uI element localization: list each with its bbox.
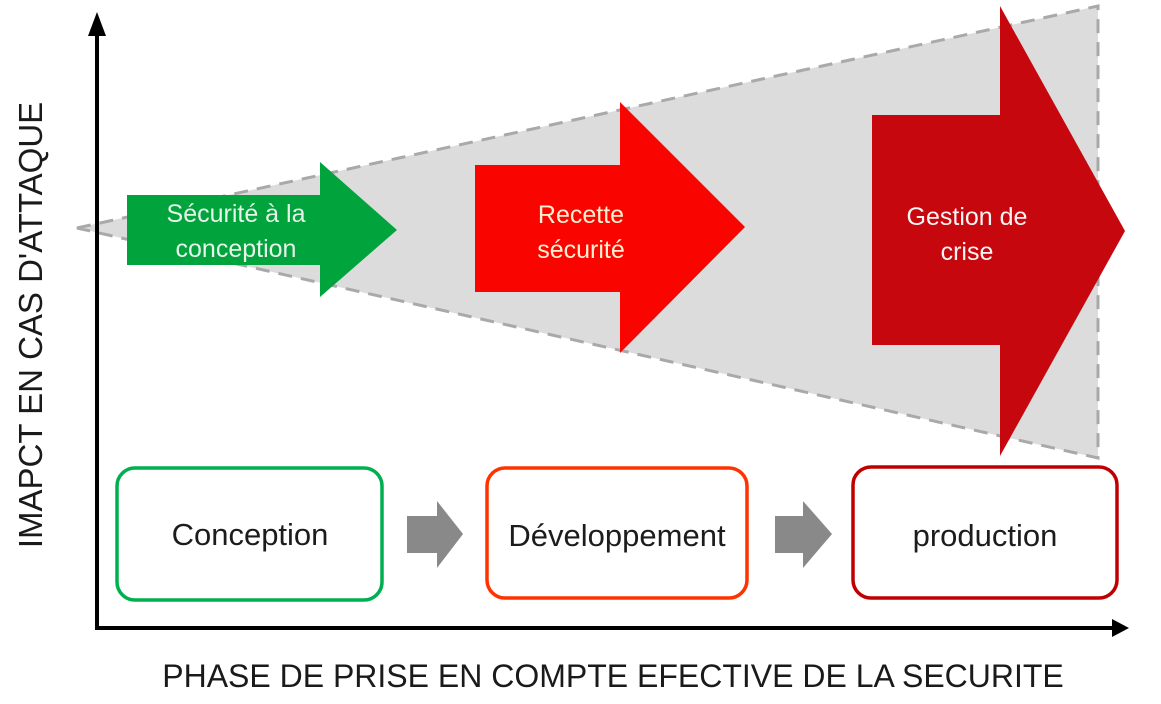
security-acceptance-label-line1: Recette: [538, 201, 624, 229]
security-by-design-label-line1: Sécurité à la: [167, 200, 306, 228]
phase-label-conception: Conception: [172, 517, 329, 552]
crisis-management-label-line1: Gestion de: [907, 203, 1028, 231]
phase-connector-arrow-icon: [775, 501, 832, 568]
phase-connector-arrow-icon: [407, 501, 463, 568]
crisis-management-arrow: [872, 6, 1125, 456]
security-acceptance-label-line2: sécurité: [537, 236, 625, 264]
security-by-design-label-line2: conception: [176, 235, 297, 263]
x-axis-arrowhead-icon: [1112, 619, 1129, 637]
phase-box-production: [851, 465, 1119, 600]
phase-label-developpement: Développement: [508, 518, 726, 553]
phase-box-developpement: [485, 466, 749, 600]
phase-label-production: production: [913, 518, 1058, 553]
security-acceptance-arrow: [475, 102, 745, 353]
security-by-design-arrow: [127, 162, 397, 297]
y-axis-arrowhead-icon: [88, 12, 106, 36]
phase-box-conception: [115, 466, 384, 602]
crisis-management-label-line2: crise: [941, 238, 994, 266]
x-axis-label: PHASE DE PRISE EN COMPTE EFECTIVE DE LA …: [162, 658, 1064, 694]
y-axis-label: IMAPCT EN CAS D'ATTAQUE: [12, 102, 49, 548]
